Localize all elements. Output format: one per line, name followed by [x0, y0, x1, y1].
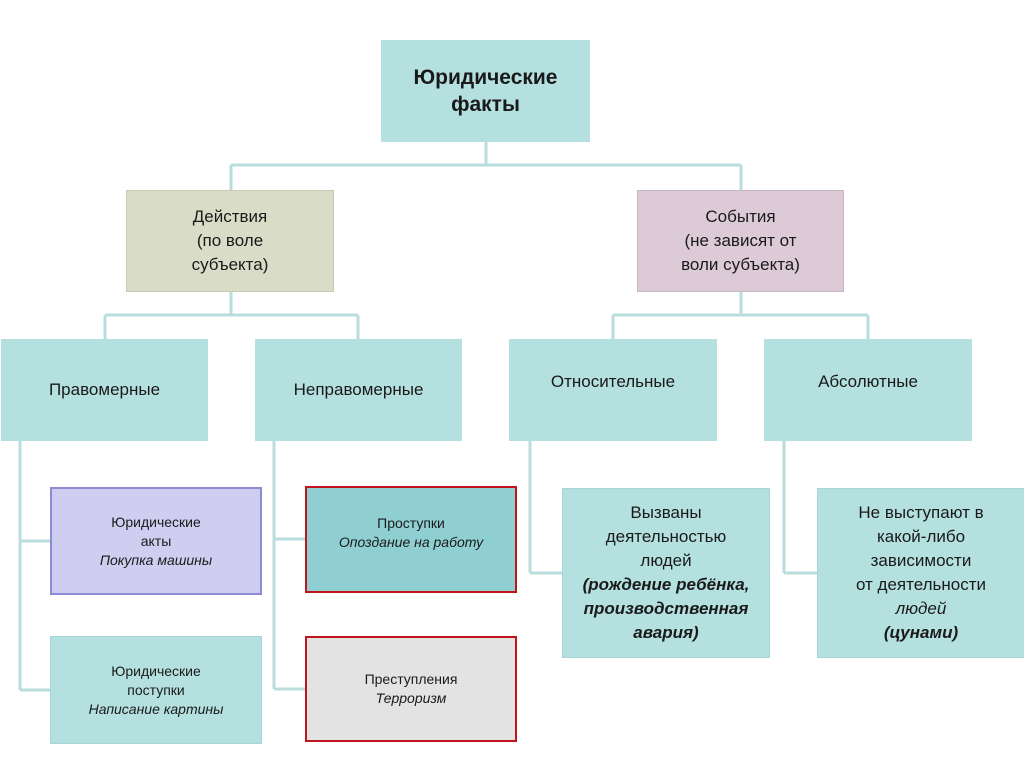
node-text: людей	[895, 599, 947, 618]
node-text: Правомерные	[48, 380, 161, 399]
relative-events-node: Относительные	[509, 339, 717, 441]
node-text: Юридические	[413, 66, 558, 89]
node-example: производственная	[583, 599, 749, 618]
node-text: Абсолютные	[818, 372, 918, 391]
lawful-node: Правомерные	[1, 339, 208, 441]
node-example: (цунами)	[883, 623, 959, 642]
node-text: людей	[640, 551, 692, 570]
node-text: Преступления	[364, 671, 458, 687]
node-text: поступки	[127, 681, 185, 698]
legal-facts-node: Юридические факты	[381, 40, 590, 142]
node-text: (не зависят от	[684, 231, 797, 250]
node-text: Юридические	[111, 513, 201, 530]
unlawful-node: Неправомерные	[255, 339, 462, 441]
node-text: Не выступают в	[858, 503, 984, 522]
node-text: акты	[140, 532, 172, 549]
node-example: Терроризм	[375, 690, 447, 706]
caused-by-people-node: Вызваны деятельностью людей (рождение ре…	[562, 488, 770, 658]
node-example: Написание картины	[88, 700, 224, 717]
legal-acts-node: Юридические акты Покупка машины	[50, 487, 262, 595]
node-text: Вызваны	[630, 503, 702, 522]
events-node: События (не зависят от воли субъекта)	[637, 190, 844, 292]
node-text: от деятельности	[855, 575, 987, 594]
node-text: субъекта)	[191, 255, 269, 274]
crimes-node: Преступления Терроризм	[305, 636, 517, 742]
node-text: Относительные	[550, 372, 676, 391]
absolute-events-node: Абсолютные	[764, 339, 972, 441]
node-example: Покупка машины	[99, 551, 213, 568]
offenses-node: Проступки Опоздание на работу	[305, 486, 517, 593]
node-text: События	[705, 207, 776, 226]
node-text: зависимости	[870, 551, 972, 570]
node-example: (рождение ребёнка,	[582, 575, 750, 594]
node-example: авария)	[633, 623, 699, 642]
node-text: Неправомерные	[293, 380, 424, 399]
node-text: воли субъекта)	[681, 255, 800, 274]
legal-deeds-node: Юридические поступки Написание картины	[50, 636, 262, 744]
actions-node: Действия (по воле субъекта)	[126, 190, 334, 292]
node-text: факты	[451, 93, 520, 116]
node-example: Опоздание на работу	[338, 533, 484, 550]
node-text: какой-либо	[876, 527, 966, 546]
independent-of-people-node: Не выступают в какой-либо зависимости от…	[817, 488, 1024, 658]
node-text: деятельностью	[605, 527, 727, 546]
node-text: Юридические	[111, 662, 201, 679]
node-text: Проступки	[377, 514, 445, 531]
node-text: (по воле	[196, 231, 264, 250]
node-text: Действия	[192, 207, 268, 226]
